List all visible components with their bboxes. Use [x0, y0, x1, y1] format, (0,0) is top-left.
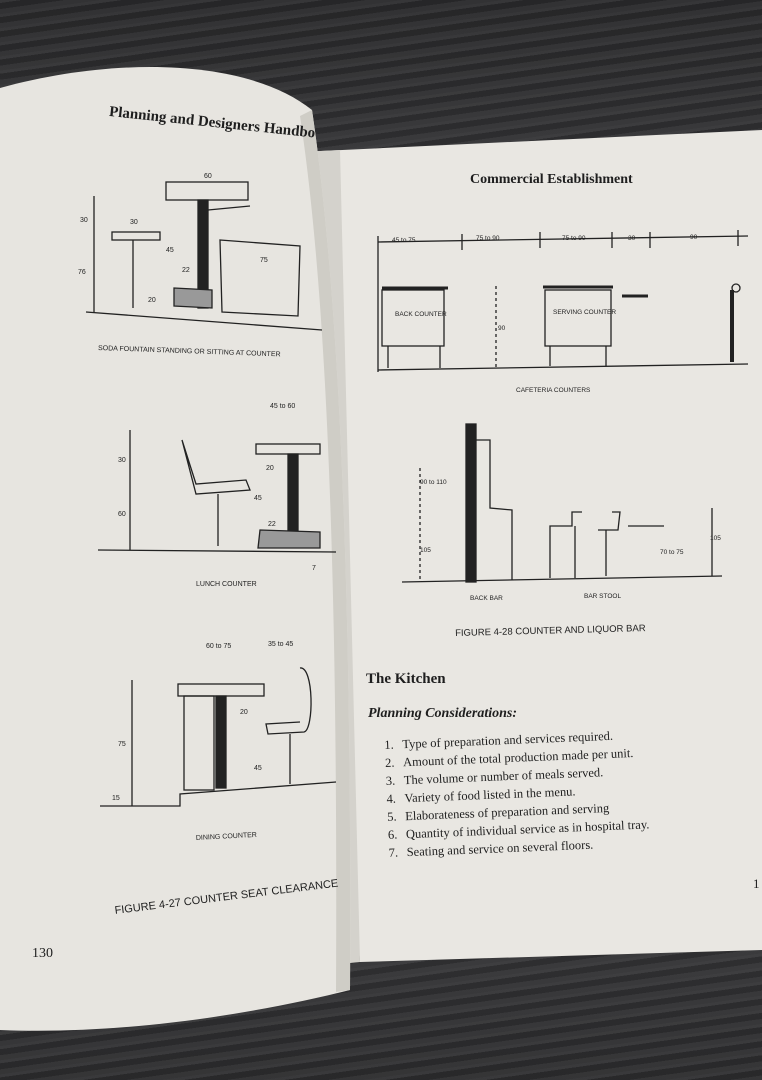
dining-dim-1: 60 to 75 [206, 643, 231, 650]
right-page-header: Commercial Establishment [470, 172, 633, 187]
back-bar-label: BACK BAR [470, 595, 503, 602]
soda-dim-30b: 30 [80, 217, 88, 224]
lunch-dim-2: 30 [118, 457, 126, 464]
cafeteria-caption: CAFETERIA COUNTERS [516, 387, 591, 394]
lunch-dim-1: 45 to 60 [270, 403, 295, 410]
soda-dim-75: 75 [260, 257, 268, 264]
bar-dim-1: 90 to 110 [420, 479, 447, 486]
lunch-caption: LUNCH COUNTER [196, 581, 257, 588]
dining-dim-3: 20 [240, 709, 248, 716]
section-title-kitchen: The Kitchen [366, 671, 446, 687]
lunch-dim-6: 22 [268, 521, 276, 528]
cafe-dim-5: 90 [690, 234, 698, 241]
soda-dim-20: 20 [148, 297, 156, 304]
dining-caption: DINING COUNTER [196, 832, 257, 842]
bar-stool-label: BAR STOOL [584, 593, 621, 600]
bar-dim-4: 105 [710, 535, 721, 542]
lunch-dim-7: 7 [312, 565, 316, 572]
back-counter-label: BACK COUNTER [395, 311, 447, 318]
right-page-number: 1 [753, 876, 760, 891]
lunch-dim-3: 20 [266, 465, 274, 472]
soda-dim-76: 76 [78, 269, 86, 276]
soda-dim-30: 30 [130, 219, 138, 226]
subsection-title-planning: Planning Considerations: [368, 706, 517, 721]
cafe-dim-4: 30 [628, 235, 636, 242]
dining-dim-6: 15 [112, 795, 120, 802]
cafe-dim-3: 75 to 90 [562, 235, 586, 242]
bar-dim-3: 70 to 75 [660, 549, 684, 556]
serving-counter-label: SERVING COUNTER [553, 309, 616, 316]
lunch-dim-5: 60 [118, 511, 126, 518]
planning-considerations-list: 1.Type of preparation and services requi… [384, 726, 650, 862]
dining-dim-4: 75 [118, 741, 126, 748]
cafe-dim-2: 75 to 90 [476, 235, 500, 242]
bar-dim-2: 105 [420, 547, 431, 554]
soda-dim-60: 60 [204, 173, 212, 180]
soda-dim-45: 45 [166, 247, 174, 254]
soda-dim-22: 22 [182, 267, 190, 274]
cafe-dim-6: 90 [498, 325, 506, 332]
dining-dim-5: 45 [254, 765, 262, 772]
dining-dim-2: 35 to 45 [268, 641, 293, 648]
left-page-number: 130 [32, 946, 53, 961]
cafe-dim-1: 45 to 75 [392, 237, 416, 244]
lunch-dim-4: 45 [254, 495, 262, 502]
